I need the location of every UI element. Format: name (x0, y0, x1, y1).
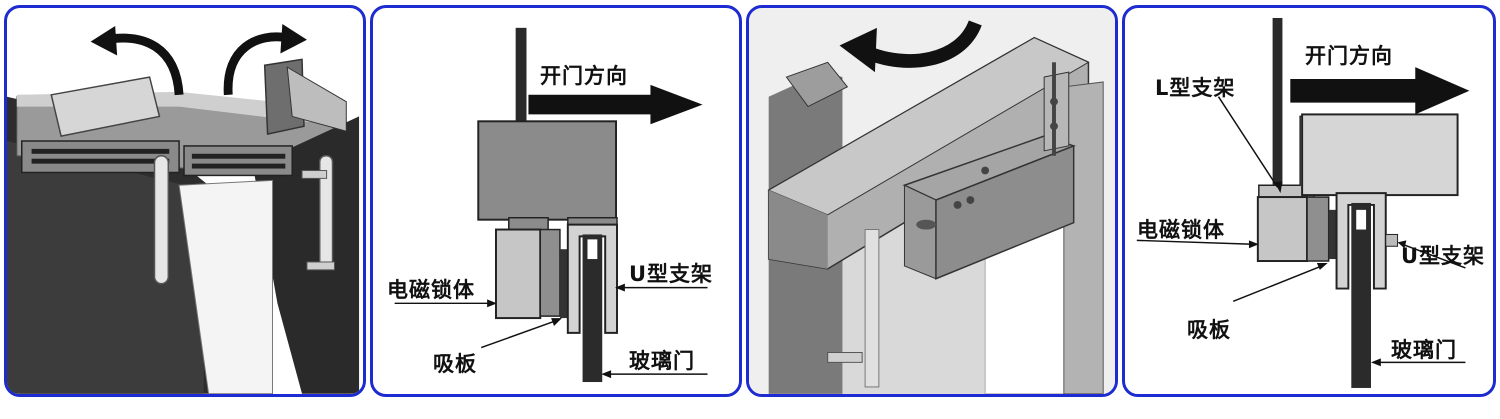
label-l-bracket: L型支架 (1155, 76, 1236, 100)
label-glass-door: 玻璃门 (1391, 338, 1457, 362)
panel-1-illustration (7, 23, 360, 394)
label-armature-plate: 吸板 (433, 352, 477, 376)
label-lock-body: 电磁锁体 (1137, 218, 1225, 242)
label-open-direction: 开门方向 (540, 64, 628, 88)
label-lock-body: 电磁锁体 (387, 278, 475, 302)
label-open-direction: 开门方向 (1305, 44, 1393, 68)
label-glass-door: 玻璃门 (629, 349, 695, 373)
panel-2-side-section: 开门方向 电磁锁体 U型支架 吸板 玻璃门 (370, 5, 742, 397)
label-u-bracket: U型支架 (629, 262, 714, 286)
panel-3-illustration (749, 8, 1115, 394)
panel-4-illustration (1136, 17, 1470, 388)
panel-4-l-bracket-section: 开门方向 L型支架 电磁锁体 U型支架 吸板 玻璃门 (1122, 5, 1496, 397)
label-armature-plate: 吸板 (1187, 318, 1231, 342)
label-u-bracket: U型支架 (1401, 244, 1486, 268)
panel-2-illustration (394, 27, 708, 383)
panel-1-3d-door-view (4, 5, 366, 397)
panel-3-3d-bracket-view (746, 5, 1118, 397)
